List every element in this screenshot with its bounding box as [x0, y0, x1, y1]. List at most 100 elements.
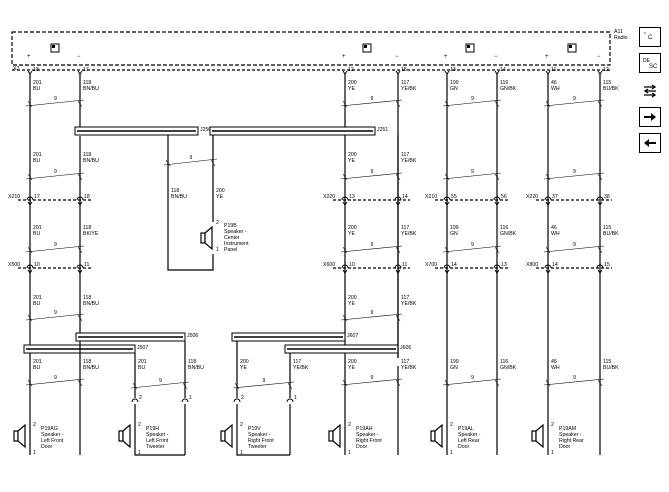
conn1-2-pin-0	[444, 201, 450, 206]
conn2-2-pin-1	[494, 269, 500, 274]
twist-m1-tick-b	[77, 173, 83, 181]
speaker-4-pin-b: 1	[450, 450, 453, 456]
twist-b1-tick-b	[77, 379, 83, 387]
conn1-1-pin-b: 14	[402, 194, 408, 200]
wire-c1-2-num: 200	[348, 225, 357, 231]
conn2-0-pin-1	[77, 269, 83, 274]
pin-sign-1: −	[77, 54, 81, 60]
speaker-3-ref: P19AH	[356, 426, 373, 432]
arrow-right-icon	[644, 113, 656, 121]
speaker-0-name-line-2: Door	[41, 444, 53, 450]
speaker-3-icon-cone	[332, 423, 341, 449]
twist-c2-0-label: 9	[54, 310, 57, 316]
conn1-1-pin-a: 13	[349, 194, 355, 200]
wire-mid-3-color: YE/BK	[401, 158, 417, 164]
twist-center-label: 9	[190, 155, 193, 161]
speaker-2-name-line-2: Tweeter	[248, 444, 267, 450]
speaker-2-ref: P19V	[248, 426, 261, 432]
wire-c1-5-num: 116	[500, 225, 508, 231]
conn2-2-pin-b: 13	[501, 262, 507, 268]
speaker-1-name-line-2: Tweeter	[146, 444, 165, 450]
flow-button[interactable]	[639, 81, 661, 101]
wire-top-3-color: YE/BK	[401, 86, 417, 92]
speaker-4-pin-a: 2	[450, 422, 453, 428]
twist-b2-tick-a	[132, 382, 138, 390]
radio-module-fill-1	[364, 45, 367, 48]
radio-name: Radio	[614, 35, 628, 41]
wire-bottom-0-color: BU	[33, 365, 40, 371]
wire-top-7-num: 115	[603, 80, 611, 86]
speaker-5-name-line-2: Door	[559, 444, 571, 450]
twist-m4-tick-b	[597, 173, 603, 181]
wire-mid-3-num: 117	[401, 152, 409, 158]
wire-bottom-7-color: YE/BK	[401, 365, 417, 371]
twist-t4-line	[543, 99, 605, 107]
twist-c2-0-tick-b	[77, 314, 83, 322]
twist-m4-line	[543, 172, 605, 180]
wire-c1-3-num: 117	[401, 225, 409, 231]
twist-m3-line	[442, 172, 502, 180]
conn1-3-socket-1	[596, 196, 604, 201]
twist-b5-tick-a	[444, 379, 450, 387]
center-w1-col: BN/BU	[171, 194, 187, 200]
wire-c1-3-color: YE/BK	[401, 231, 417, 237]
conn2-0-pin-a: 10	[34, 262, 40, 268]
wire-bottom-2-color: BU	[138, 365, 145, 371]
speaker-4-name-line-0: Speaker -	[458, 432, 481, 438]
speaker-2-name-line-1: Right Front	[248, 438, 274, 444]
twist-c1-1-line	[340, 245, 403, 253]
twist-c1-3-tick-a	[545, 246, 551, 254]
speaker-3-name-line-1: Right Front	[356, 438, 382, 444]
top-pin-5: 14	[500, 67, 506, 73]
wire-top-1-num: 118	[83, 80, 91, 86]
speaker-0-name-line-0: Speaker -	[41, 432, 64, 438]
twist-c1-3-label: 9	[573, 242, 576, 248]
twist-b5-tick-b	[494, 379, 500, 387]
conn1-0-socket-0	[26, 196, 34, 201]
pin-sign-6: +	[545, 54, 549, 60]
twist-center-tick-a	[165, 159, 171, 167]
radio-module-fill-0	[52, 45, 55, 48]
twist-c1-0-tick-b	[77, 246, 83, 254]
center-w2-col: YE	[216, 194, 223, 200]
connector-info-button[interactable]: °C	[639, 27, 661, 47]
wire-top-3-num: 117	[401, 80, 409, 86]
twist-t1-tick-b	[77, 100, 83, 108]
next-button[interactable]	[639, 107, 661, 127]
wire-bottom-1-num: 118	[83, 359, 91, 365]
twist-c1-2-label: 9	[471, 242, 474, 248]
conn2-3-pin-0	[545, 269, 551, 274]
speaker-4-name-line-2: Door	[458, 444, 470, 450]
twist-m1-label: 9	[54, 169, 57, 175]
speaker-0-pin-a: 2	[33, 422, 36, 428]
wire-c2-1-color: BN/BU	[83, 301, 99, 307]
conn2-0-pin-b: 11	[84, 262, 89, 268]
previous-button[interactable]	[639, 133, 661, 153]
conn1-0-pin-0	[27, 201, 33, 206]
twist-b3-label: 9	[263, 378, 266, 384]
speaker-3-pin-b: 1	[348, 450, 351, 456]
wire-c2-2-num: 200	[348, 295, 357, 301]
center-w1-num: 118	[171, 188, 179, 194]
conn1-1-label: X220	[323, 194, 335, 200]
pin-sign-5: −	[494, 54, 498, 60]
conn1-2-socket-1	[493, 196, 501, 201]
twist-t2-label: 9	[371, 96, 374, 102]
speaker-0-ref: P19AG	[41, 426, 58, 432]
speaker-5-ref: P19AM	[559, 426, 576, 432]
wire-c1-1-color: BK/YE	[83, 231, 99, 237]
twist-m1-line	[25, 172, 85, 180]
wire-bottom-3-num: 118	[188, 359, 196, 365]
wire-bottom-5-color: YE/BK	[293, 365, 309, 371]
conn2-1-pin-a: 10	[349, 262, 355, 268]
conn1-3-pin-1	[597, 201, 603, 206]
top-pin-1: 17	[83, 67, 89, 73]
wire-mid-1-num: 118	[83, 152, 91, 158]
twist-b3-line	[232, 381, 295, 389]
conn2-2-label: X700	[425, 262, 437, 268]
conn1-3-pin-0	[545, 201, 551, 206]
conn2-1-pin-b: 11	[402, 262, 407, 268]
wire-bottom-8-num: 199	[450, 359, 459, 365]
twist-c1-2-line	[442, 245, 502, 253]
